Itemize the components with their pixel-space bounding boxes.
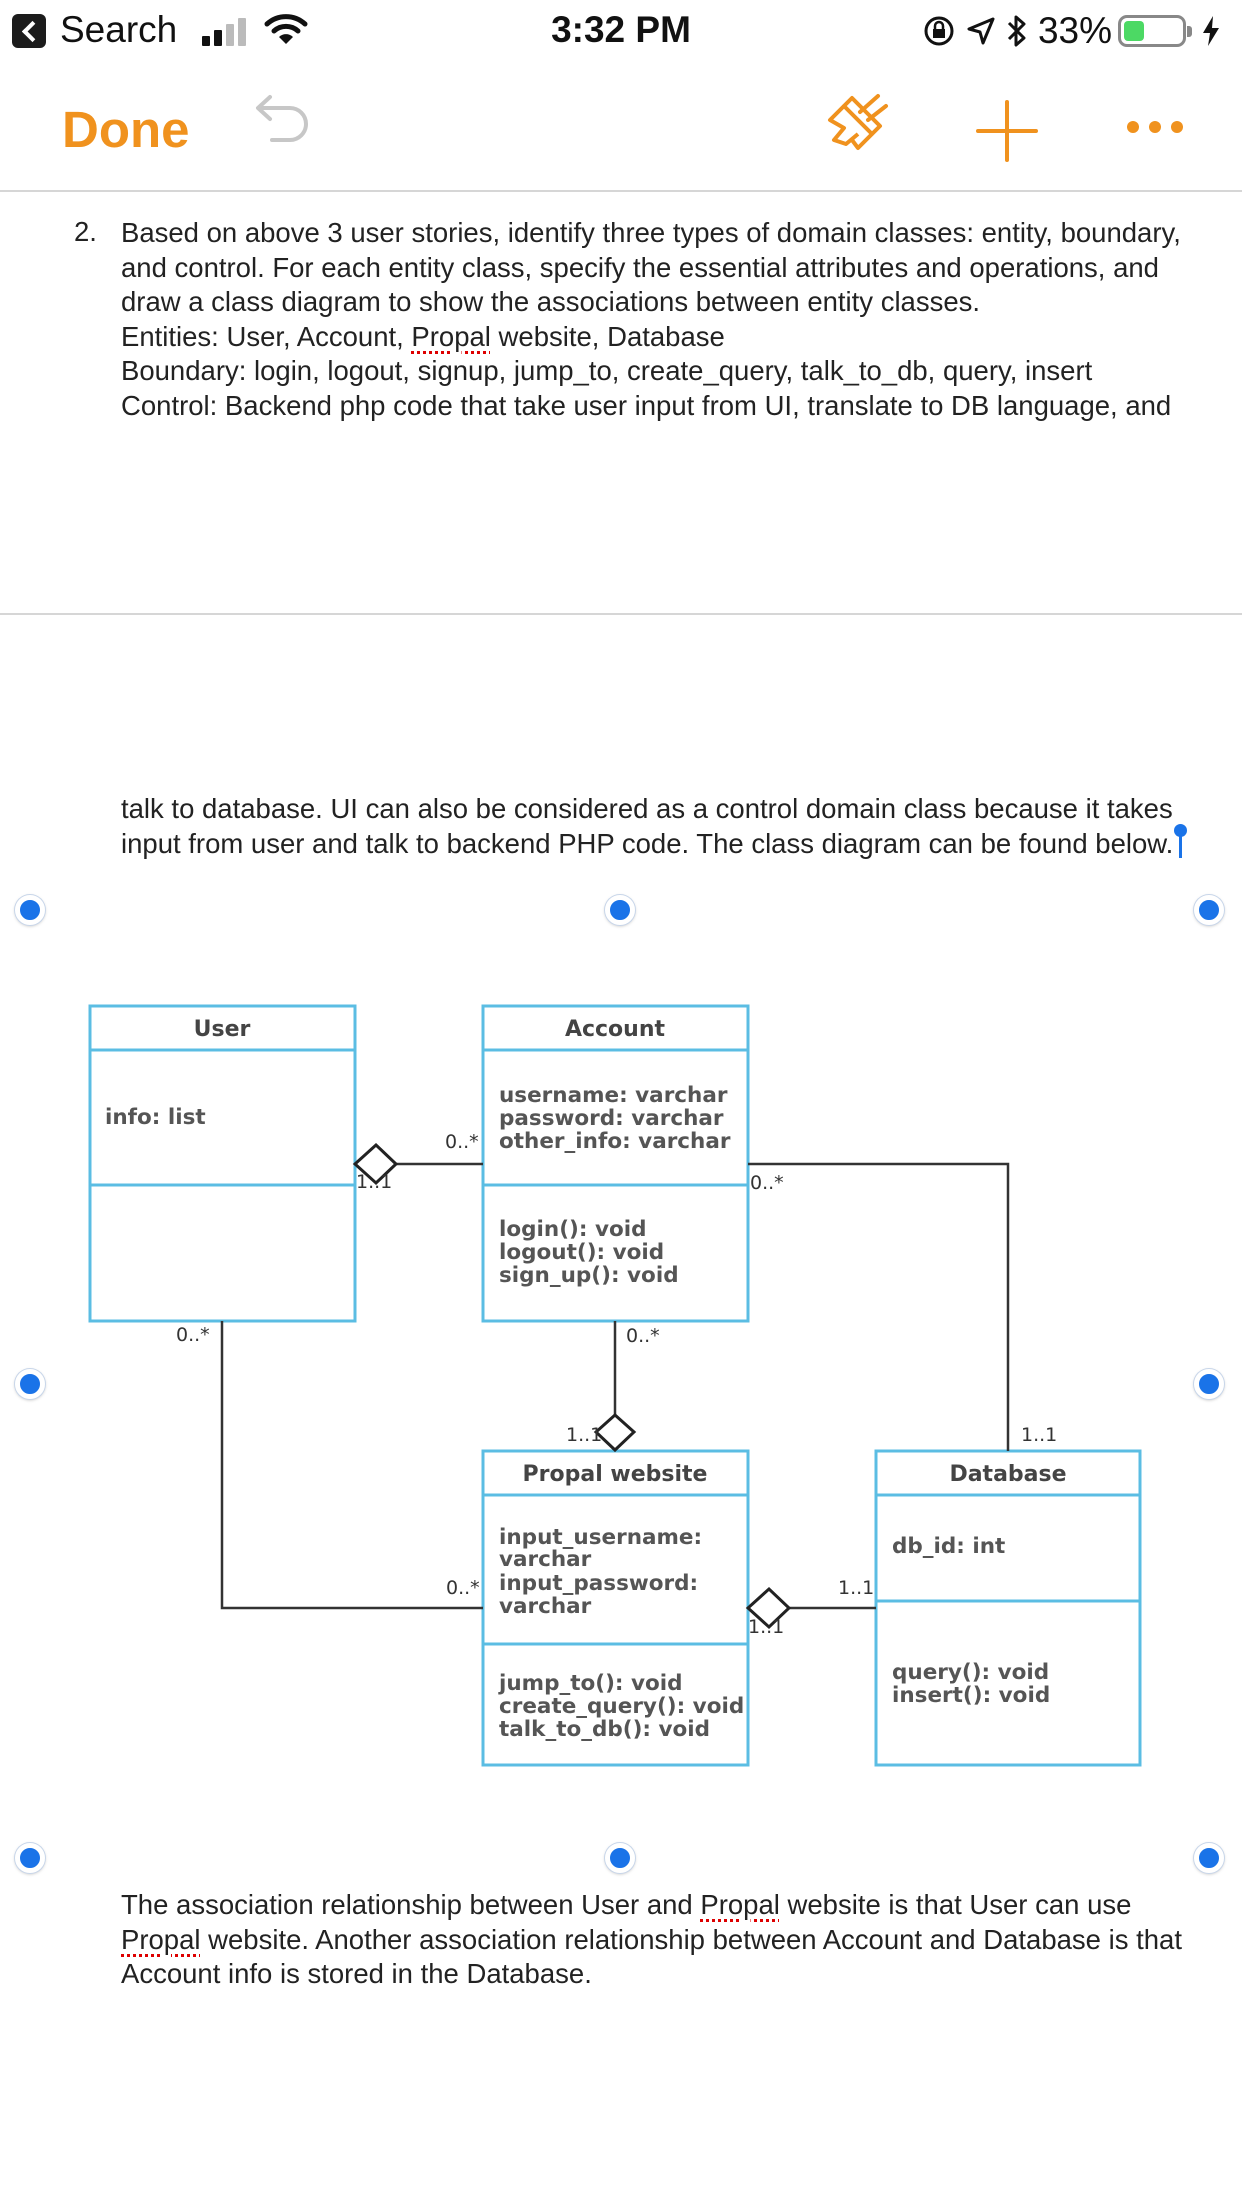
undo-icon[interactable] xyxy=(246,94,316,154)
user-class-box xyxy=(88,1004,357,1323)
class-operation: insert(): void xyxy=(892,1683,1050,1708)
closing-paragraph[interactable]: The association relationship between Use… xyxy=(121,1888,1182,1992)
class-operation: create_query(): void xyxy=(499,1694,744,1719)
propal-class-box xyxy=(481,1449,750,1767)
back-to-search-link[interactable]: Search xyxy=(60,9,178,50)
battery-icon xyxy=(1118,15,1192,47)
class-operation: jump_to(): void xyxy=(498,1671,683,1696)
class-attribute: varchar xyxy=(499,1547,592,1572)
class-attribute: db_id: int xyxy=(892,1534,1005,1559)
boundary-line: Boundary: login, logout, signup, jump_to… xyxy=(121,355,1093,387)
multiplicity-label: 0..* xyxy=(445,1131,479,1153)
entities-line: Entities: User, Account, Propal website,… xyxy=(121,320,725,352)
account-database-association xyxy=(748,1162,1010,1451)
status-bar: Search 3:32 PM 33% xyxy=(0,0,1242,62)
misspelled-word[interactable]: Propal xyxy=(411,320,491,352)
editor-toolbar: Done xyxy=(0,62,1242,192)
page-divider xyxy=(0,613,1242,615)
continuation-line: input from user and talk to backend PHP … xyxy=(121,827,1174,859)
question-line: Based on above 3 user stories, identify … xyxy=(121,217,1181,248)
class-attribute: varchar xyxy=(499,1594,592,1619)
format-brush-icon[interactable] xyxy=(822,90,894,156)
aggregation-diamond xyxy=(352,1142,399,1186)
multiplicity-label: 0..* xyxy=(176,1324,210,1346)
misspelled-word[interactable]: Propal xyxy=(121,1923,201,1955)
multiplicity-label: 0..* xyxy=(750,1172,784,1194)
closing-line: Account info is stored in the Database. xyxy=(121,1958,592,1990)
resize-handle-top[interactable] xyxy=(605,895,635,925)
database-class-box xyxy=(874,1449,1142,1767)
class-name: User xyxy=(194,1017,251,1042)
multiplicity-label: 0..* xyxy=(626,1325,660,1347)
aggregation-diamond xyxy=(745,1586,792,1630)
continuation-paragraph[interactable]: talk to database. UI can also be conside… xyxy=(121,792,1173,861)
resize-handle-top-left[interactable] xyxy=(15,895,45,925)
back-arrow-icon[interactable] xyxy=(12,14,46,48)
misspelled-word[interactable]: Propal xyxy=(700,1889,780,1920)
multiplicity-label: 1..1 xyxy=(566,1424,602,1446)
continuation-line: talk to database. UI can also be conside… xyxy=(121,793,1173,824)
wifi-icon xyxy=(264,14,308,44)
resize-handle-top-right[interactable] xyxy=(1194,895,1224,925)
multiplicity-label: 0..* xyxy=(446,1577,480,1599)
resize-handle-left[interactable] xyxy=(15,1369,45,1399)
bluetooth-icon xyxy=(1007,15,1026,47)
class-operation: logout(): void xyxy=(499,1240,664,1265)
resize-handle-right[interactable] xyxy=(1194,1369,1224,1399)
class-attribute: input_username: xyxy=(499,1525,702,1550)
charging-bolt-icon xyxy=(1203,16,1219,46)
class-name: Account xyxy=(565,1017,666,1042)
multiplicity-label: 1..1 xyxy=(748,1616,784,1638)
user-propal-association xyxy=(220,1321,483,1610)
signal-bars-icon xyxy=(202,16,250,46)
class-operation: login(): void xyxy=(499,1217,647,1242)
class-operation: query(): void xyxy=(892,1660,1049,1685)
resize-handle-bottom-right[interactable] xyxy=(1194,1843,1224,1873)
rotation-lock-icon xyxy=(924,16,954,46)
class-attribute: info: list xyxy=(105,1105,206,1130)
more-icon[interactable] xyxy=(1126,120,1184,134)
battery-percentage: 33% xyxy=(1037,10,1112,51)
multiplicity-label: 1..1 xyxy=(356,1171,392,1193)
question-line: and control. For each entity class, spec… xyxy=(121,251,1159,283)
class-attribute: username: varchar xyxy=(499,1083,728,1108)
class-attribute: other_info: varchar xyxy=(499,1129,731,1154)
clock: 3:32 PM xyxy=(551,9,691,50)
class-attribute: password: varchar xyxy=(499,1106,724,1131)
account-class-box xyxy=(481,1004,750,1323)
class-name: Database xyxy=(949,1462,1066,1487)
class-name: Propal website xyxy=(523,1462,708,1487)
text-cursor[interactable] xyxy=(1174,824,1187,858)
aggregation-diamond xyxy=(593,1412,637,1453)
question-paragraph[interactable]: Based on above 3 user stories, identify … xyxy=(121,216,1181,424)
multiplicity-label: 1..1 xyxy=(1021,1424,1057,1446)
plus-icon[interactable] xyxy=(976,100,1038,162)
list-number: 2. xyxy=(74,216,97,247)
multiplicity-label: 1..1 xyxy=(838,1577,874,1599)
control-line: Control: Backend php code that take user… xyxy=(121,389,1172,421)
class-operation: talk_to_db(): void xyxy=(499,1717,710,1742)
class-diagram[interactable]: User Account Propal website Database inf… xyxy=(88,1000,1148,1790)
resize-handle-bottom-left[interactable] xyxy=(15,1843,45,1873)
question-line: draw a class diagram to show the associa… xyxy=(121,286,981,318)
resize-handle-bottom[interactable] xyxy=(605,1843,635,1873)
class-operation: sign_up(): void xyxy=(499,1263,679,1288)
class-attribute: input_password: xyxy=(499,1571,698,1596)
closing-line: Propal website. Another association rela… xyxy=(121,1923,1182,1955)
closing-line: The association relationship between Use… xyxy=(121,1889,1132,1920)
location-arrow-icon xyxy=(967,17,995,45)
done-button[interactable]: Done xyxy=(62,101,190,158)
